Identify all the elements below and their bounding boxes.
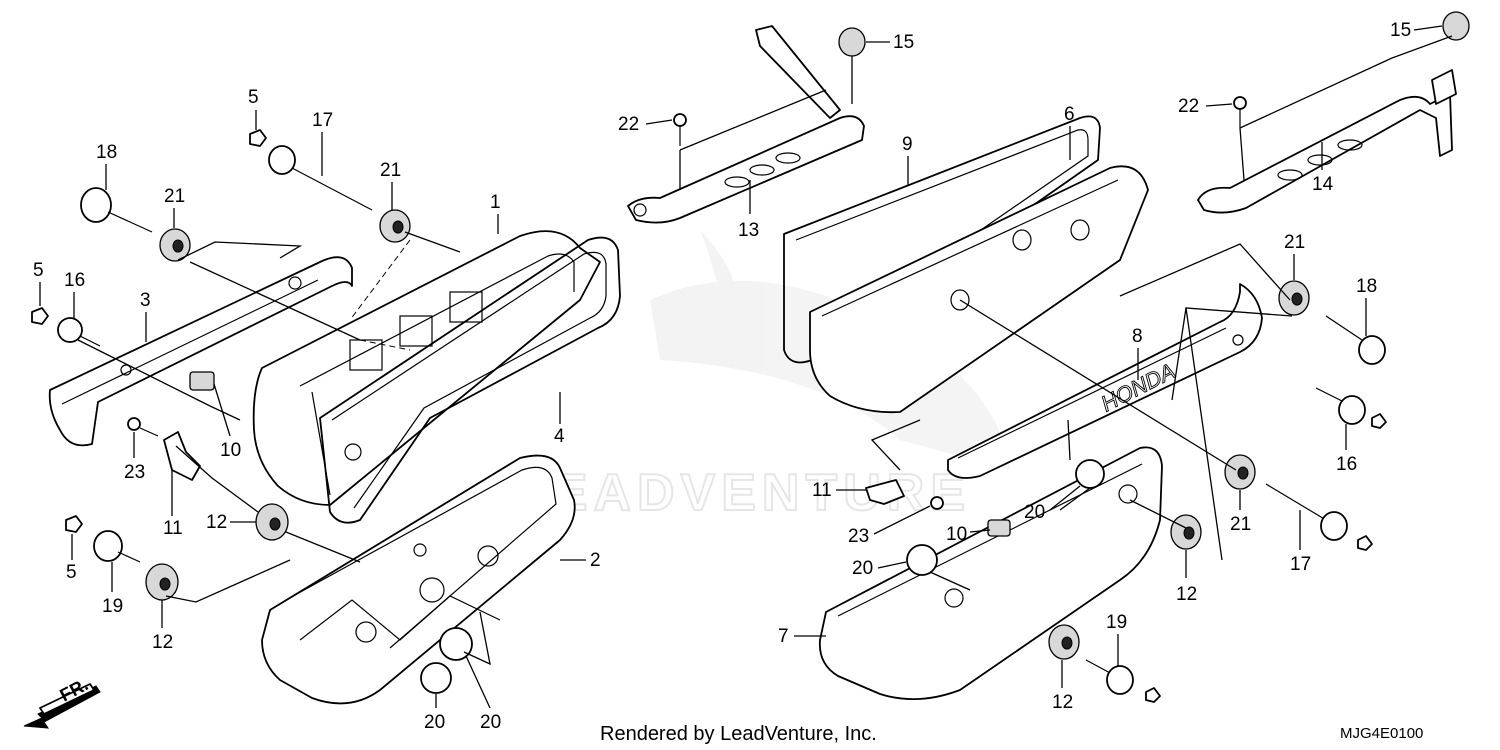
label-part-15-a: 15	[893, 32, 914, 53]
label-part-12-a: 12	[206, 512, 227, 533]
part-22-screws	[673, 96, 1247, 146]
label-part-23-b: 23	[848, 526, 869, 547]
left-leader-lines	[77, 231, 491, 666]
front-direction-arrow: FR.	[23, 674, 101, 729]
label-part-19-a: 19	[102, 596, 123, 617]
label-part-18-b: 18	[1356, 276, 1377, 297]
left-hardware	[31, 129, 473, 694]
label-part-21-d: 21	[1230, 514, 1251, 535]
label-part-1: 1	[490, 192, 501, 213]
label-part-20-a: 20	[424, 712, 445, 733]
label-part-10-b: 10	[946, 524, 967, 545]
part-labels: 1 2 3 4 5 5 5 6 7 8 9 10 10 11 11 12 12 …	[33, 20, 1443, 733]
label-part-20-d: 20	[852, 558, 873, 579]
part-4-gasket	[319, 236, 621, 524]
label-part-12-c: 12	[1176, 584, 1197, 605]
label-part-8: 8	[1132, 326, 1143, 347]
label-part-12-d: 12	[1052, 692, 1073, 713]
label-part-2: 2	[590, 550, 601, 571]
part-2-case	[261, 454, 576, 705]
label-part-22-b: 22	[1178, 96, 1199, 117]
label-part-20-b: 20	[480, 712, 501, 733]
label-part-14: 14	[1312, 174, 1334, 195]
label-part-6: 6	[1064, 104, 1075, 125]
part-9-gasket	[783, 115, 1101, 364]
label-part-17-a: 17	[312, 110, 333, 131]
label-part-9: 9	[902, 134, 913, 155]
label-part-21-b: 21	[380, 160, 401, 181]
label-part-20-c: 20	[1024, 502, 1045, 523]
label-part-22-a: 22	[618, 114, 639, 135]
label-part-4: 4	[554, 426, 565, 447]
footer-credit: Rendered by LeadVenture, Inc.	[600, 723, 877, 745]
label-part-5-c: 5	[66, 562, 77, 583]
part-7-case	[818, 446, 1163, 701]
label-part-17-b: 17	[1290, 554, 1311, 575]
label-part-16-b: 16	[1336, 454, 1357, 475]
label-part-5-b: 5	[33, 260, 44, 281]
label-part-3: 3	[140, 290, 151, 311]
right-hardware	[865, 280, 1387, 703]
label-part-21-c: 21	[1284, 232, 1305, 253]
label-part-13: 13	[738, 220, 759, 241]
label-part-19-b: 19	[1106, 612, 1127, 633]
part-15-grommets	[838, 11, 1470, 57]
part-6-lid	[809, 165, 1149, 414]
label-part-5-a: 5	[248, 87, 259, 108]
label-part-21-a: 21	[164, 186, 185, 207]
label-part-23-a: 23	[124, 462, 145, 483]
label-part-18-a: 18	[96, 142, 117, 163]
label-part-12-b: 12	[152, 632, 173, 653]
label-part-7: 7	[778, 626, 789, 647]
right-leader-lines	[679, 35, 1453, 591]
part-14-bracket	[1197, 69, 1457, 214]
label-part-10-a: 10	[220, 440, 241, 461]
label-part-11-b: 11	[812, 480, 832, 501]
label-part-11-a: 11	[163, 518, 183, 539]
label-part-16-a: 16	[64, 270, 85, 291]
label-part-15-b: 15	[1390, 20, 1411, 41]
part-13-bracket	[627, 25, 865, 224]
diagram-code: MJG4E0100	[1340, 725, 1423, 742]
